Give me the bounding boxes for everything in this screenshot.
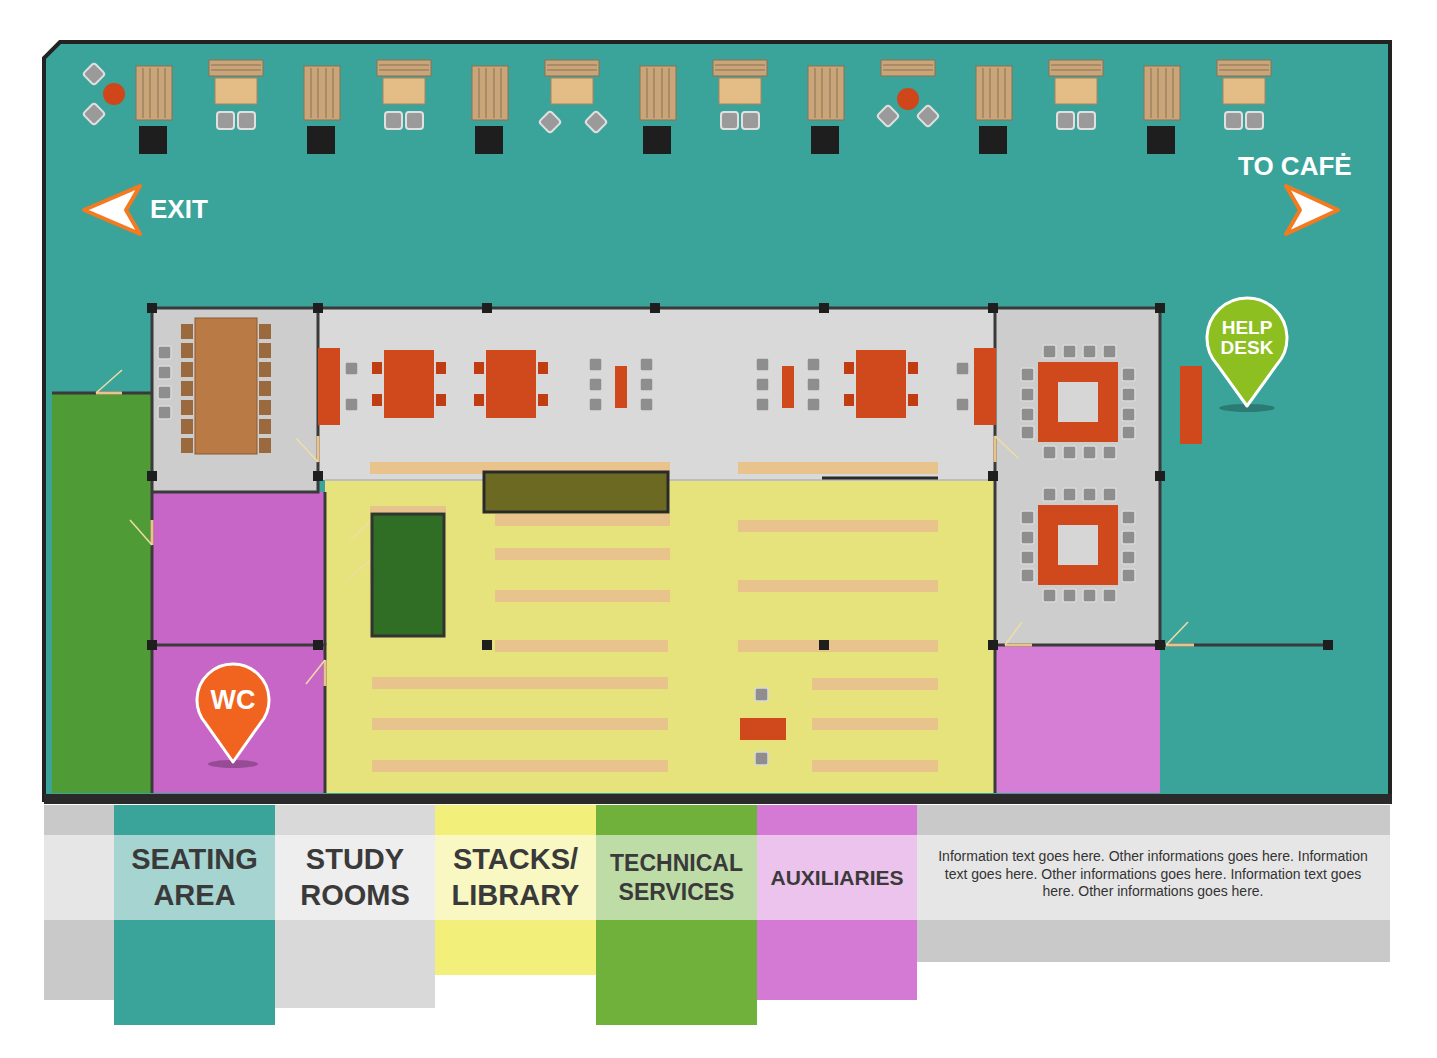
map-pin: HELP DESK — [1205, 296, 1289, 410]
pin-label: HELP DESK — [1211, 318, 1283, 358]
pin-label: WC — [202, 686, 264, 714]
map-pin: WC — [195, 662, 271, 766]
legend-label: AUXILIARIES — [761, 865, 913, 891]
legend-label: SEATING AREA — [118, 842, 271, 913]
legend-label: STACKS/ LIBRARY — [439, 842, 592, 913]
direction-label: TO CAFĖ — [1238, 150, 1378, 183]
info-text: Information text goes here. Other inform… — [928, 848, 1378, 901]
legend-band — [596, 835, 757, 920]
direction-label: EXIT — [150, 193, 270, 226]
legend-label: TECHNICAL SERVICES — [600, 849, 753, 905]
legend-label: STUDY ROOMS — [279, 842, 431, 913]
